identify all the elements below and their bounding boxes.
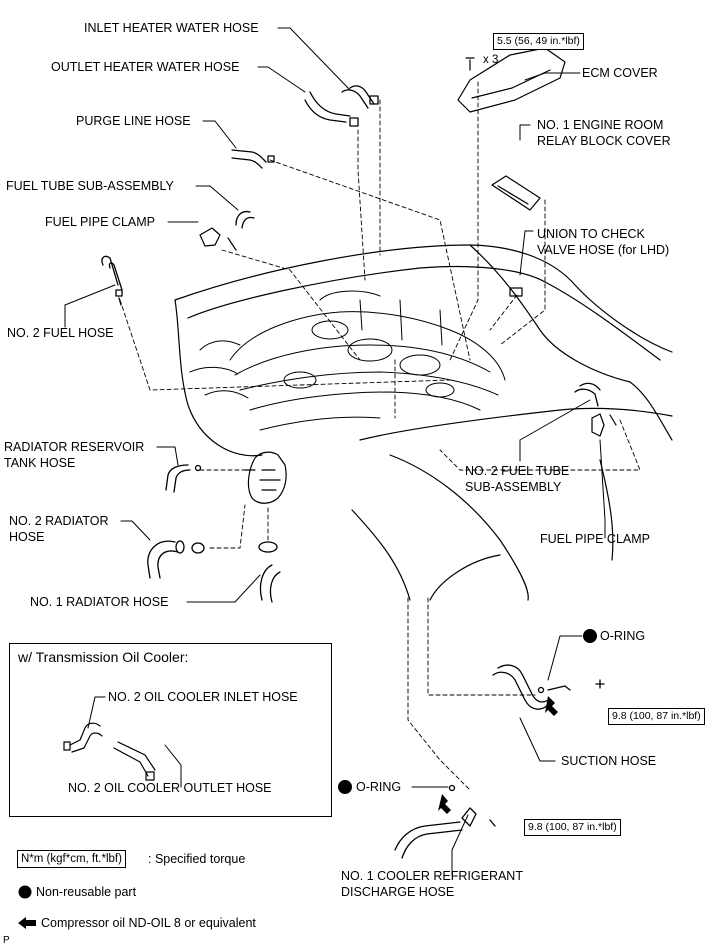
no1-cooler-refrigerant-discharge-hose bbox=[394, 784, 496, 859]
radiator-reservoir bbox=[244, 451, 287, 504]
compressor-oil-arrow-legend bbox=[18, 917, 36, 929]
no2-oil-cooler-inlet-hose bbox=[63, 722, 103, 753]
label-union-check-valve-2: VALVE HOSE (for LHD) bbox=[537, 243, 670, 257]
no2-fuel-tube-sub-assembly bbox=[574, 382, 601, 407]
label-no2-radiator-hose-2: HOSE bbox=[9, 530, 45, 544]
dashed-guide-lines bbox=[119, 81, 641, 791]
outlet-heater-water-hose bbox=[304, 91, 359, 127]
label-relay-block-cover-1: NO. 1 ENGINE ROOM bbox=[537, 118, 664, 132]
vehicle-body-outline bbox=[174, 244, 673, 601]
fuel-pipe-clamp-left bbox=[199, 227, 237, 251]
page-code: P bbox=[3, 935, 10, 946]
non-reusable-icon-lower bbox=[338, 780, 352, 794]
label-ecm-cover: ECM COVER bbox=[582, 66, 658, 80]
engine-assembly bbox=[189, 290, 506, 431]
label-purge-line-hose: PURGE LINE HOSE bbox=[76, 114, 191, 128]
label-no2-fuel-hose: NO. 2 FUEL HOSE bbox=[7, 326, 114, 340]
label-oil-cooler-outlet-hose: NO. 2 OIL COOLER OUTLET HOSE bbox=[68, 781, 272, 795]
ecm-cover bbox=[457, 47, 566, 113]
no2-radiator-hose bbox=[147, 540, 205, 579]
label-cooler-discharge-1: NO. 1 COOLER REFRIGERANT bbox=[341, 869, 523, 883]
radiator-reservoir-tank-hose bbox=[165, 464, 202, 493]
filled-markers bbox=[18, 629, 597, 929]
label-suction-hose: SUCTION HOSE bbox=[561, 754, 657, 768]
compressor-oil-arrow-upper bbox=[545, 696, 558, 716]
legend-torque-text: : Specified torque bbox=[148, 852, 246, 866]
label-fuel-pipe-clamp-right: FUEL PIPE CLAMP bbox=[540, 532, 650, 546]
suction-hose bbox=[492, 664, 605, 710]
torque-box-suction-hose: 9.8 (100, 87 in.*lbf) bbox=[608, 708, 705, 725]
label-inlet-heater-water-hose: INLET HEATER WATER HOSE bbox=[84, 21, 259, 35]
torque-box-discharge-hose: 9.8 (100, 87 in.*lbf) bbox=[524, 819, 621, 836]
label-no2-fuel-tube-1: NO. 2 FUEL TUBE bbox=[465, 464, 570, 478]
label-radiator-reservoir-2: TANK HOSE bbox=[4, 456, 76, 470]
label-oil-cooler-inlet-hose: NO. 2 OIL COOLER INLET HOSE bbox=[108, 690, 298, 704]
non-reusable-icon-upper bbox=[583, 629, 597, 643]
leader-lines bbox=[64, 27, 606, 876]
label-o-ring-lower: O-RING bbox=[356, 780, 402, 794]
transmission-oil-cooler-inset bbox=[9, 643, 332, 817]
label-o-ring-upper: O-RING bbox=[600, 629, 646, 643]
no2-oil-cooler-outlet-hose bbox=[113, 741, 156, 781]
label-relay-block-cover-2: RELAY BLOCK COVER bbox=[537, 134, 671, 148]
label-no2-fuel-tube-2: SUB-ASSEMBLY bbox=[465, 480, 562, 494]
fuel-tube-sub-assembly bbox=[235, 210, 255, 229]
label-cooler-discharge-2: DISCHARGE HOSE bbox=[341, 885, 455, 899]
label-union-check-valve-1: UNION TO CHECK bbox=[537, 227, 645, 241]
torque-box-ecm-cover: 5.5 (56, 49 in.*lbf) bbox=[493, 33, 584, 50]
no2-fuel-hose bbox=[101, 255, 123, 306]
label-no2-radiator-hose-1: NO. 2 RADIATOR bbox=[9, 514, 109, 528]
union-check-valve-hose bbox=[509, 287, 523, 297]
no1-radiator-hose bbox=[258, 541, 281, 603]
label-radiator-reservoir-1: RADIATOR RESERVOIR bbox=[4, 440, 145, 454]
relay-block-cover bbox=[491, 175, 541, 211]
parts-diagram bbox=[18, 27, 673, 929]
legend-non-reusable: Non-reusable part bbox=[36, 885, 137, 899]
label-fuel-tube-sub-assembly: FUEL TUBE SUB-ASSEMBLY bbox=[6, 179, 174, 193]
label-fuel-pipe-clamp-left: FUEL PIPE CLAMP bbox=[45, 215, 155, 229]
inset-title: w/ Transmission Oil Cooler: bbox=[18, 649, 189, 665]
fuel-pipe-clamp-right bbox=[591, 413, 617, 437]
purge-line-hose bbox=[231, 149, 275, 169]
label-outlet-heater-water-hose: OUTLET HEATER WATER HOSE bbox=[51, 60, 240, 74]
inlet-heater-water-hose bbox=[341, 85, 379, 109]
legend-compressor-oil: Compressor oil ND-OIL 8 or equivalent bbox=[41, 916, 256, 930]
label-screw-count: x 3 bbox=[483, 54, 499, 66]
label-no1-radiator-hose: NO. 1 RADIATOR HOSE bbox=[30, 595, 169, 609]
legend-torque-box: N*m (kgf*cm, ft.*lbf) bbox=[17, 850, 126, 868]
non-reusable-icon-legend bbox=[18, 885, 32, 899]
compressor-oil-arrow-lower bbox=[438, 794, 451, 814]
